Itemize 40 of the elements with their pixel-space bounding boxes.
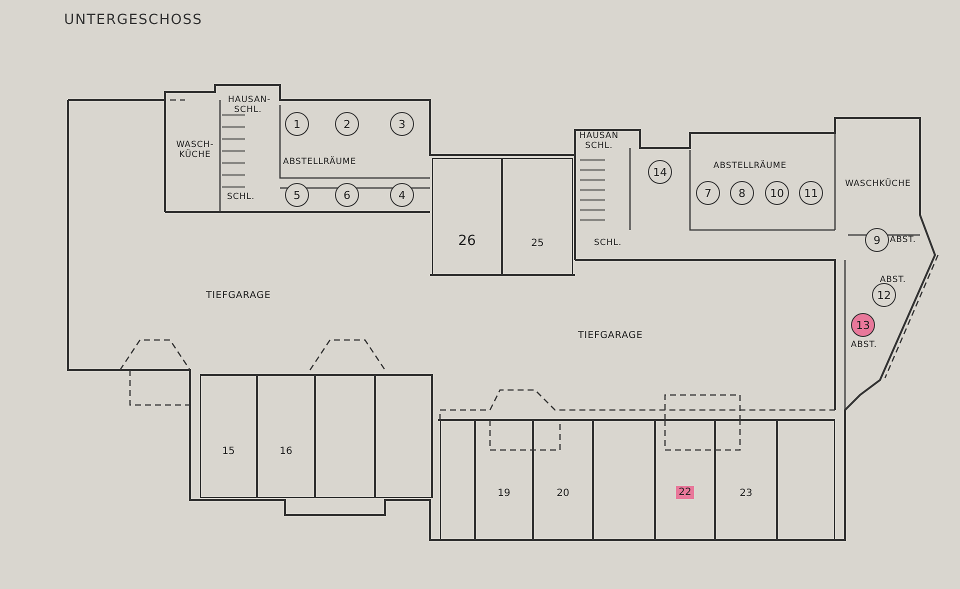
- room-number-circle: 13: [851, 313, 875, 337]
- room-number-circle: 4: [390, 183, 414, 207]
- parking-bay: 19: [475, 420, 533, 540]
- parking-bay: 26: [432, 158, 502, 275]
- room-number-circle: 14: [648, 160, 672, 184]
- room-label: WASCHKÜCHE: [844, 179, 912, 189]
- highlighted-number: 22: [676, 486, 694, 499]
- room-number-circle: 12: [872, 283, 896, 307]
- parking-bay: [593, 420, 655, 540]
- plan-title: UNTERGESCHOSS: [64, 12, 203, 28]
- parking-bay: [777, 420, 835, 540]
- room-label: HAUSAN SCHL.: [579, 131, 619, 151]
- parking-bay: [375, 375, 432, 498]
- room-label: ABSTELLRÄUME: [283, 157, 353, 167]
- room-number-circle: 7: [696, 181, 720, 205]
- room-number-circle: 2: [335, 112, 359, 136]
- parking-bay: [315, 375, 375, 498]
- room-label: ABST.: [878, 275, 908, 285]
- parking-bay: 15: [200, 375, 257, 498]
- room-number-circle: 9: [865, 228, 889, 252]
- parking-bay: 20: [533, 420, 593, 540]
- room-label: SCHL.: [594, 238, 620, 248]
- room-number-circle: 11: [799, 181, 823, 205]
- room-number-circle: 3: [390, 112, 414, 136]
- room-number-circle: 6: [335, 183, 359, 207]
- room-label: HAUSAN- SCHL.: [228, 95, 268, 115]
- room-number-circle: 5: [285, 183, 309, 207]
- room-label: SCHL.: [227, 192, 253, 202]
- parking-bay: 25: [502, 158, 573, 275]
- parking-bay: [440, 420, 475, 540]
- parking-bay: [655, 420, 715, 540]
- room-label: ABST.: [888, 235, 918, 245]
- parking-bay: 16: [257, 375, 315, 498]
- room-label: ABSTELLRÄUME: [712, 161, 788, 171]
- room-number-circle: 10: [765, 181, 789, 205]
- parking-bay: 23: [715, 420, 777, 540]
- room-label: ABST.: [850, 340, 878, 350]
- room-label: WASCH- KÜCHE: [175, 140, 215, 160]
- room-number-circle: 1: [285, 112, 309, 136]
- room-number-circle: 8: [730, 181, 754, 205]
